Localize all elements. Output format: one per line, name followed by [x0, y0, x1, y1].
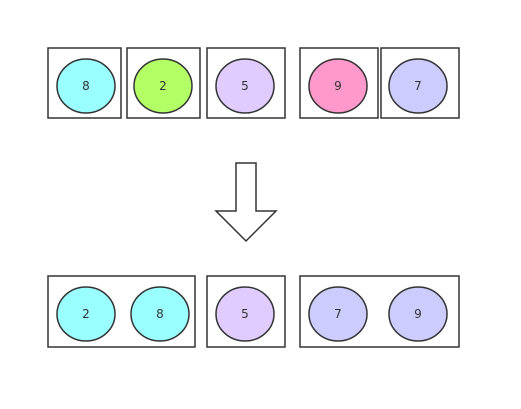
ball-label: 7: [334, 307, 342, 321]
ball-label: 8: [82, 79, 90, 93]
ball: 2: [133, 58, 193, 114]
ball-label: 2: [159, 79, 167, 93]
ball: 8: [56, 58, 116, 114]
ball: 2: [56, 286, 116, 342]
ball-circle: [56, 58, 116, 114]
ball-label: 7: [414, 79, 422, 93]
ball-label: 2: [82, 307, 90, 321]
ball-circle: [308, 286, 368, 342]
ball-label: 9: [414, 307, 422, 321]
ball-circle: [388, 286, 448, 342]
ball-circle: [133, 58, 193, 114]
ball: 9: [388, 286, 448, 342]
ball-circle: [130, 286, 190, 342]
ball-circle: [308, 58, 368, 114]
ball: 7: [308, 286, 368, 342]
before-row: 8 2 5 9 7: [47, 47, 460, 119]
ball: 7: [388, 58, 448, 114]
before-box: 5: [206, 47, 286, 119]
ball-circle: [56, 286, 116, 342]
ball-circle: [388, 58, 448, 114]
ball-label: 8: [156, 307, 164, 321]
ball: 5: [215, 58, 275, 114]
after-box: 5: [206, 275, 286, 348]
ball: 5: [215, 286, 275, 342]
before-box: 2: [126, 47, 201, 119]
ball-label: 5: [241, 79, 249, 93]
ball: 8: [130, 286, 190, 342]
ball-circle: [215, 286, 275, 342]
ball-label: 9: [334, 79, 342, 93]
before-box: 7: [380, 47, 460, 119]
ball-circle: [215, 58, 275, 114]
before-box: 9: [299, 47, 379, 119]
ball: 9: [308, 58, 368, 114]
before-box: 8: [47, 47, 122, 119]
down-arrow-icon: [214, 162, 278, 243]
ball-label: 5: [241, 307, 249, 321]
